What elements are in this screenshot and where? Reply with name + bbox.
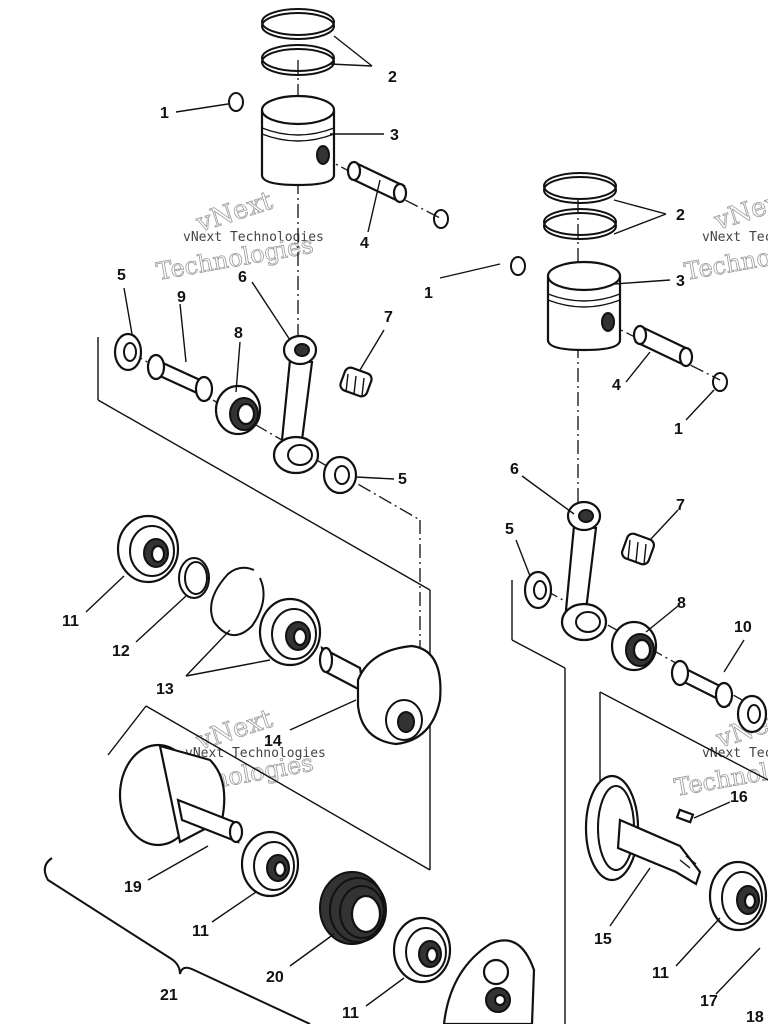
callout-1: 1 bbox=[674, 421, 683, 438]
c-ring-13 bbox=[210, 566, 265, 636]
callout-16: 16 bbox=[730, 789, 748, 806]
callout-20: 20 bbox=[266, 969, 284, 986]
ball-bearing-11-lower-center bbox=[392, 916, 452, 984]
callout-4: 4 bbox=[360, 235, 369, 252]
piston-left bbox=[260, 94, 336, 187]
crank-flywheel-19 bbox=[118, 743, 244, 847]
ball-bearing-11-upper bbox=[116, 514, 180, 584]
callout-11: 11 bbox=[342, 1005, 359, 1022]
piston-right bbox=[546, 260, 622, 352]
callout-1: 1 bbox=[160, 105, 169, 122]
callout-12: 12 bbox=[112, 643, 130, 660]
callout-18: 18 bbox=[746, 1009, 764, 1024]
callout-3: 3 bbox=[390, 127, 399, 144]
piston-rings-left bbox=[261, 8, 335, 76]
callout-11: 11 bbox=[652, 965, 669, 982]
circlip-right-1 bbox=[510, 256, 526, 276]
callout-7: 7 bbox=[676, 497, 685, 514]
needle-bearing-right-large bbox=[610, 620, 658, 672]
assembly-lines bbox=[97, 60, 768, 1024]
callout-labels: 1 2 3 4 1 5 9 6 7 8 5 2 3 4 1 6 7 5 8 10… bbox=[62, 69, 764, 1024]
washer-left-2 bbox=[322, 455, 358, 495]
callout-1: 1 bbox=[424, 285, 433, 302]
callout-2: 2 bbox=[676, 207, 685, 224]
callout-14: 14 bbox=[264, 733, 282, 750]
ball-bearing-11-lower-left bbox=[240, 830, 300, 898]
callout-6: 6 bbox=[510, 461, 519, 478]
callout-4: 4 bbox=[612, 377, 621, 394]
snap-ring-12 bbox=[178, 557, 210, 599]
callout-6: 6 bbox=[238, 269, 247, 286]
circlip-left-2 bbox=[433, 209, 449, 229]
watermark-text: vNext Technologies bbox=[183, 230, 324, 245]
watermark-text: vNext Technologies bbox=[702, 746, 768, 761]
wrist-pin-right bbox=[632, 324, 694, 368]
callout-9: 9 bbox=[177, 289, 186, 306]
key-16 bbox=[675, 808, 695, 824]
crank-half-14 bbox=[318, 644, 442, 746]
crank-pin-right bbox=[670, 659, 734, 709]
circlip-right-2 bbox=[712, 372, 728, 392]
callout-5: 5 bbox=[117, 267, 126, 284]
washer-left-1 bbox=[113, 332, 143, 372]
washer-right-2 bbox=[736, 694, 768, 734]
leader-lines bbox=[85, 35, 761, 1007]
ball-bearing-13 bbox=[258, 597, 322, 667]
watermark-text: vNext bbox=[710, 184, 768, 237]
wrist-pin-left bbox=[346, 160, 408, 204]
callout-8: 8 bbox=[234, 325, 243, 342]
watermark-top-right: vNext vNext Technologies Technologies bbox=[682, 183, 768, 286]
callout-15: 15 bbox=[594, 931, 612, 948]
seal-20 bbox=[319, 871, 387, 945]
callout-17: 17 bbox=[700, 993, 718, 1010]
circlip-left-1 bbox=[228, 92, 244, 112]
callout-7: 7 bbox=[384, 309, 393, 326]
callout-2: 2 bbox=[388, 69, 397, 86]
group-bracket-21 bbox=[43, 857, 311, 1024]
callout-3: 3 bbox=[676, 273, 685, 290]
callout-21: 21 bbox=[160, 987, 178, 1004]
crank-pin-left bbox=[146, 353, 214, 403]
callout-5: 5 bbox=[398, 471, 407, 488]
watermark-text: vNext Technologies bbox=[702, 230, 768, 245]
crankshaft-15 bbox=[584, 774, 702, 886]
conrod-left bbox=[272, 334, 320, 475]
callout-10: 10 bbox=[734, 619, 752, 636]
callout-19: 19 bbox=[124, 879, 142, 896]
piston-rings-right bbox=[543, 172, 617, 240]
callout-5: 5 bbox=[505, 521, 514, 538]
needle-bearing-left-large bbox=[214, 384, 262, 436]
callout-13: 13 bbox=[156, 681, 174, 698]
washer-right-1 bbox=[523, 570, 553, 610]
callout-11: 11 bbox=[62, 613, 79, 630]
needle-bearing-right-small bbox=[620, 532, 656, 566]
ball-bearing-11-lower-right bbox=[708, 860, 768, 932]
watermark-text: vNext Technologies bbox=[185, 746, 326, 761]
conrod-right bbox=[560, 500, 608, 642]
crank-half-lower bbox=[442, 939, 536, 1024]
callout-8: 8 bbox=[677, 595, 686, 612]
callout-11: 11 bbox=[192, 923, 209, 940]
needle-bearing-left-small bbox=[339, 366, 373, 398]
